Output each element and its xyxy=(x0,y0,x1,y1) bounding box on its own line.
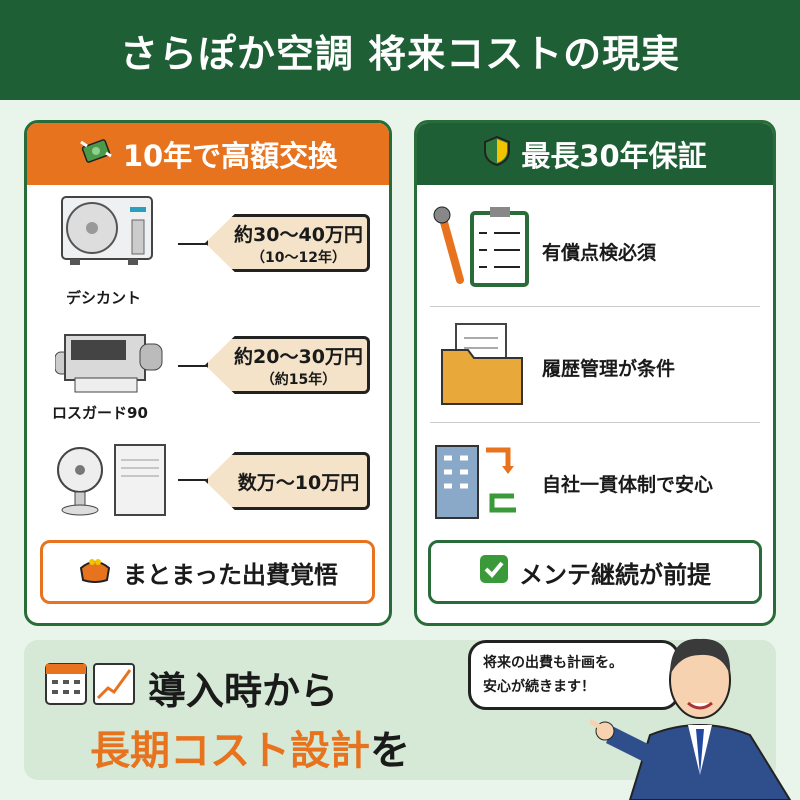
bottom-line2: 長期コスト設計を xyxy=(90,718,410,776)
ventilation-unit-icon xyxy=(55,334,163,393)
price: 約20〜30万円 xyxy=(234,345,363,368)
warranty-condition: 有償点検必須 xyxy=(542,242,657,264)
tail-text: を xyxy=(370,728,410,774)
warranty-condition: 履歴管理が条件 xyxy=(542,358,676,380)
period: （10〜12年） xyxy=(251,249,346,266)
footer-note-left: まとまった出費覚悟 xyxy=(40,540,375,604)
arrow-icon xyxy=(178,365,208,367)
presenter-illustration xyxy=(590,638,792,800)
footer-text: メンテ継続が前提 xyxy=(519,560,711,589)
purse-icon xyxy=(77,554,113,590)
arrow-icon xyxy=(178,479,208,481)
price: 約30〜40万円 xyxy=(234,223,363,246)
price-tag: 数万〜10万円 xyxy=(205,452,370,510)
footer-text: まとまった出費覚悟 xyxy=(122,560,339,589)
panel-title: 最長30年保証 xyxy=(521,139,707,173)
highlight-text: 長期コスト設計 xyxy=(90,728,370,774)
warranty-condition: 自社一貫体制で安心 xyxy=(542,474,714,496)
item-name: ロスガード90 xyxy=(52,404,148,422)
price: 数万〜10万円 xyxy=(237,471,360,494)
flying-money-icon xyxy=(79,136,113,173)
divider xyxy=(430,422,760,423)
price-tag: 約20〜30万円 （約15年） xyxy=(205,336,370,394)
desiccant-unit-icon xyxy=(61,196,153,265)
page-title: さらぽか空調 将来コストの現実 xyxy=(0,0,800,100)
panel-title: 10年で高額交換 xyxy=(122,139,338,173)
speech-line: 将来の出費も計画を。 xyxy=(483,655,623,671)
item-name: デシカント xyxy=(66,289,142,307)
checkmark-icon xyxy=(479,554,509,590)
bottom-line1: 導入時から xyxy=(148,669,339,713)
speech-line: 安心が続きます！ xyxy=(483,679,595,695)
fan-and-heater-icon xyxy=(57,444,166,516)
speech-bubble: 将来の出費も計画を。安心が続きます！ xyxy=(468,640,680,710)
panel-header: 10年で高額交換 xyxy=(27,123,389,185)
calendar-chart-icon xyxy=(45,663,135,705)
building-sync-icon xyxy=(435,445,516,519)
arrow-icon xyxy=(178,243,208,245)
wrench-checklist-icon xyxy=(433,206,529,287)
folder-documents-icon xyxy=(441,323,523,405)
panel-header: 最長30年保証 xyxy=(417,123,773,185)
divider xyxy=(430,306,760,307)
shield-icon xyxy=(483,135,511,174)
price-tag: 約30〜40万円 （10〜12年） xyxy=(205,214,370,272)
period: （約15年） xyxy=(260,371,337,388)
footer-note-right: メンテ継続が前提 xyxy=(428,540,762,604)
